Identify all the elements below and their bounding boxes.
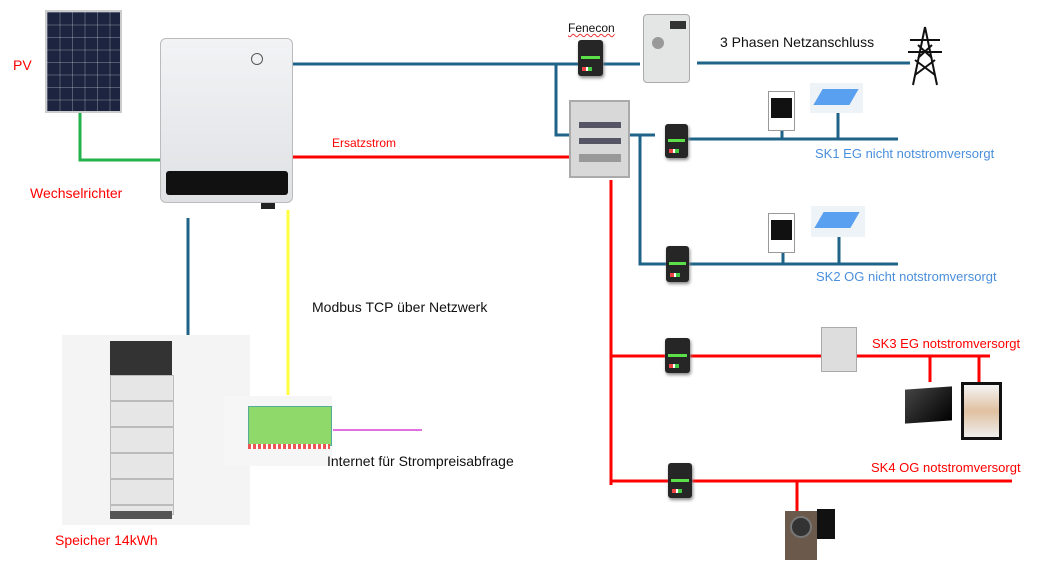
storage-label: Speicher 14kWh <box>55 532 158 548</box>
controller-icon <box>224 396 332 466</box>
power-pylon-icon <box>908 26 942 86</box>
sk2-stubs <box>781 237 841 263</box>
sk1-stubs <box>780 113 840 139</box>
tv-icon <box>905 386 952 424</box>
pool-icon <box>811 206 865 237</box>
battery-storage-icon <box>62 335 250 525</box>
sk3-meter-icon <box>665 338 690 373</box>
sk2-meter-icon <box>666 246 689 282</box>
heat-pump-icon <box>785 511 817 560</box>
grid-wire-sk1 <box>630 133 898 141</box>
oven-icon <box>768 213 795 253</box>
pv-label: PV <box>13 57 32 73</box>
modbus-label: Modbus TCP über Netzwerk <box>312 299 488 315</box>
fridge-icon <box>961 382 1002 440</box>
sk4-meter-icon <box>668 463 692 498</box>
sk3-label: SK3 EG notstromversorgt <box>872 336 1021 351</box>
sk4-label: SK4 OG notstromversorgt <box>871 460 1021 475</box>
oven-icon <box>768 91 795 131</box>
grid-connection-label: 3 Phasen Netzanschluss <box>720 34 875 50</box>
sk3-stubs <box>928 356 981 382</box>
backup-power-label: Ersatzstrom <box>332 136 397 150</box>
solar-panel-icon <box>45 10 122 113</box>
pv-wire <box>78 113 160 162</box>
sk1-label: SK1 EG nicht notstromversorgt <box>815 146 995 161</box>
fenecon-label: Fenecon <box>568 21 615 35</box>
fenecon-meter-icon <box>578 40 603 76</box>
pool-icon <box>810 83 863 113</box>
distribution-box-icon <box>569 100 630 178</box>
sub-distribution-box-icon <box>821 327 857 372</box>
inverter-label: Wechselrichter <box>30 185 123 201</box>
energy-meter-icon <box>643 14 690 83</box>
sk1-meter-icon <box>665 124 688 158</box>
internet-label: Internet für Strompreisabfrage <box>327 453 514 469</box>
grid-wire-sk2 <box>638 135 898 266</box>
sk2-label: SK2 OG nicht notstromversorgt <box>816 269 997 284</box>
grid-wire-to-box <box>554 64 570 137</box>
heat-pump-indoor-icon <box>817 509 835 539</box>
inverter-icon <box>160 38 293 209</box>
